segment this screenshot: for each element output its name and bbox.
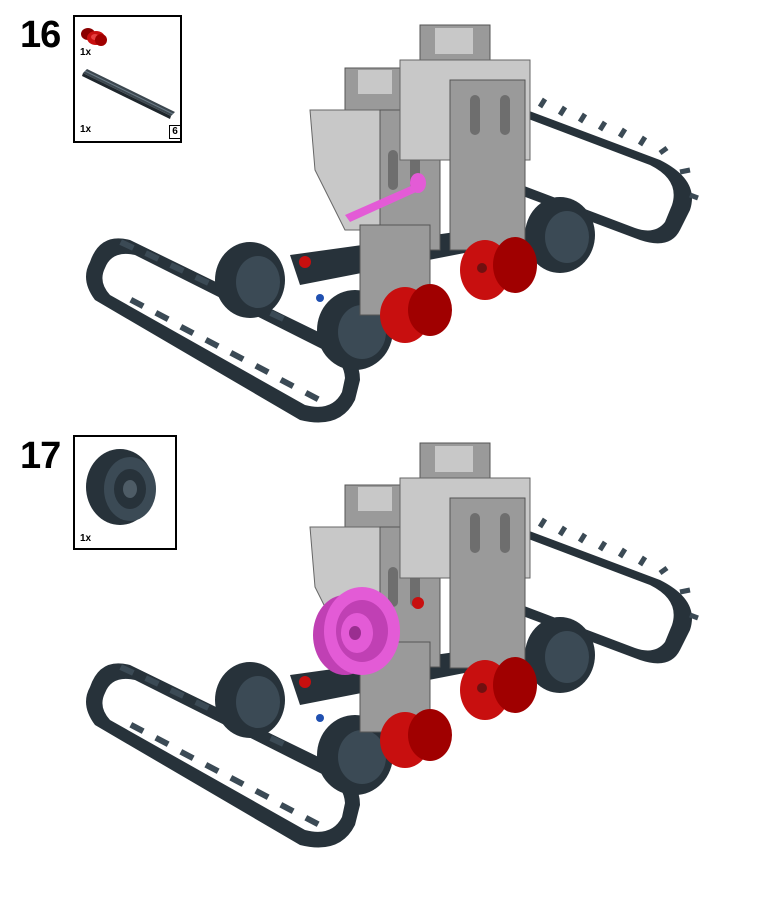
- axle-connector-part: [81, 28, 107, 46]
- front-track: [86, 238, 360, 423]
- assembly-illustration: [86, 442, 699, 848]
- step-16: 16 1x 1x 6: [0, 0, 768, 430]
- part-quantity: 1x: [80, 124, 92, 135]
- parts-list-graphic: [86, 449, 156, 525]
- axle-part: [82, 69, 175, 119]
- step-17: 17 1x: [0, 425, 768, 914]
- front-track: [86, 663, 360, 848]
- track-wheels: [215, 617, 595, 795]
- parts-list-graphic: [81, 28, 175, 119]
- left-motor: [309, 67, 441, 316]
- red-hubs: [380, 237, 537, 343]
- highlighted-wheel-hub: [313, 587, 400, 675]
- parts-list-box: 1x: [73, 435, 177, 550]
- step-number: 17: [20, 435, 61, 477]
- axle-length-badge: 6: [169, 125, 181, 139]
- part-quantity: 1x: [80, 47, 92, 58]
- parts-list-box: 1x 1x 6: [73, 15, 182, 143]
- step-number: 16: [20, 14, 61, 56]
- assembly-illustration: [86, 24, 699, 423]
- red-hubs: [380, 597, 537, 768]
- rear-track: [480, 90, 699, 244]
- wheel-hub-part: [86, 449, 156, 525]
- right-motor: [399, 24, 531, 251]
- right-motor: [399, 442, 531, 669]
- highlighted-axle: [345, 173, 426, 222]
- rear-track: [480, 510, 699, 664]
- part-quantity: 1x: [80, 533, 92, 544]
